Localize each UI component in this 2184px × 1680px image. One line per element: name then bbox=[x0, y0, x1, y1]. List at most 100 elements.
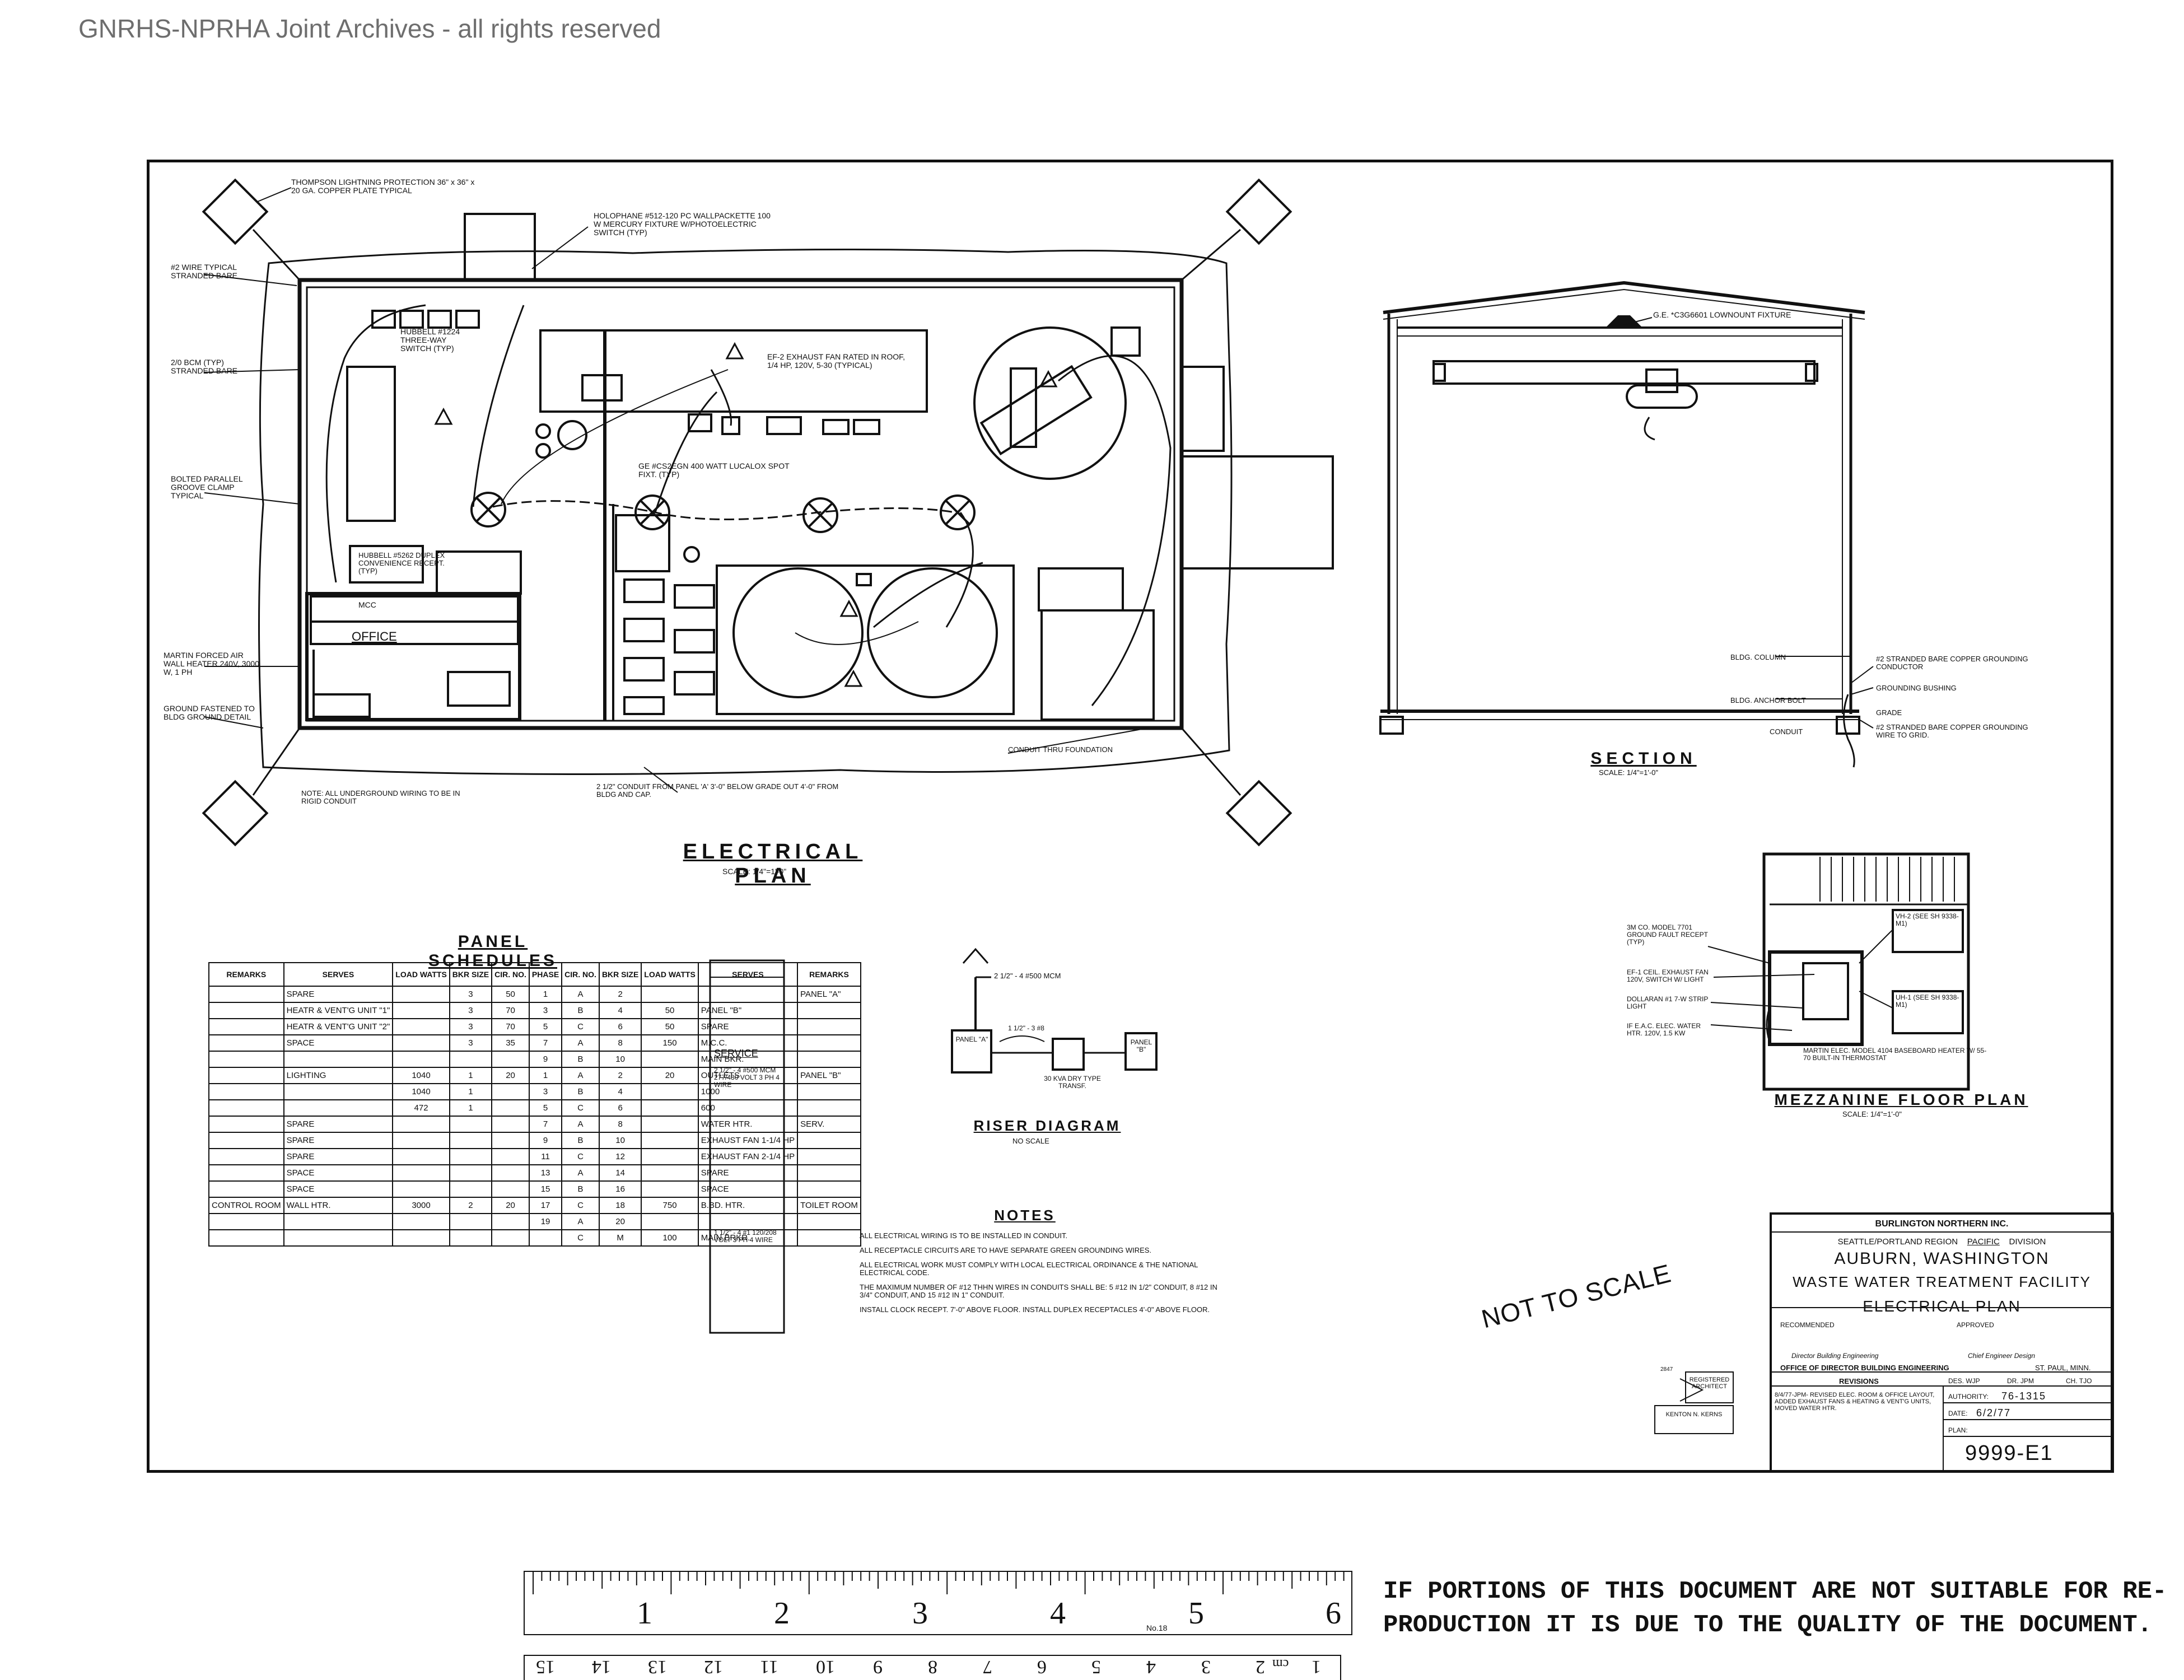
riser-title: RISER DIAGRAM bbox=[973, 1117, 1121, 1134]
schedule-cell bbox=[208, 1164, 284, 1182]
schedule-cell: OUTLETS bbox=[697, 1067, 799, 1084]
schedule-cell: 19 bbox=[528, 1213, 563, 1230]
panel-schedule-table: REMARKS SERVES LOAD WATTS BKR SIZE CIR. … bbox=[208, 962, 861, 1247]
schedule-cell bbox=[491, 1132, 530, 1149]
schedule-cell: 20 bbox=[491, 1197, 530, 1214]
ruler-cm-10: 10 bbox=[816, 1656, 835, 1677]
section-title: SECTION bbox=[1590, 749, 1697, 768]
tb-location: AUBURN, WASHINGTON bbox=[1834, 1249, 2050, 1268]
plan-note-duplex: HUBBELL #5262 DUPLEX CONVENIENCE RECEPT.… bbox=[358, 551, 445, 575]
schedule-cell: A bbox=[561, 1034, 600, 1052]
schedule-cell bbox=[491, 1051, 530, 1068]
ruler-cm-6: 6 bbox=[1037, 1656, 1047, 1677]
riser-panel-b: PANEL "B" bbox=[1130, 1038, 1152, 1053]
mezzanine-title: MEZZANINE FLOOR PLAN bbox=[1774, 1091, 2028, 1108]
schedule-cell bbox=[208, 1148, 284, 1165]
plan-note-ge-fixture: GE #CS2EGN 400 WATT LUCALOX SPOT FIXT. (… bbox=[638, 461, 790, 479]
schedule-header: BKR SIZE bbox=[598, 962, 642, 987]
schedule-cell: 472 bbox=[392, 1099, 450, 1117]
schedule-cell bbox=[283, 1099, 394, 1117]
schedule-cell: 1040 bbox=[392, 1083, 450, 1100]
schedule-cell bbox=[641, 1083, 699, 1100]
schedule-cell: 7 bbox=[528, 1034, 563, 1052]
schedule-cell bbox=[208, 1067, 284, 1084]
tb-facility: WASTE WATER TREATMENT FACILITY bbox=[1793, 1273, 2091, 1290]
mezz-note-a3: DOLLARAN #1 7-W STRIP LIGHT bbox=[1627, 995, 1709, 1010]
schedule-cell bbox=[208, 1180, 284, 1198]
section-note-conduit: CONDUIT bbox=[1770, 727, 1803, 736]
schedule-cell: B.BD. HTR. bbox=[697, 1197, 799, 1214]
schedule-cell: B bbox=[561, 1051, 600, 1068]
schedule-cell: 2 bbox=[598, 986, 642, 1003]
notes-list: ALL ELECTRICAL WIRING IS TO BE INSTALLED… bbox=[860, 1232, 1218, 1314]
schedule-header: LOAD WATTS bbox=[641, 962, 699, 987]
schedule-cell bbox=[392, 1148, 450, 1165]
ruler-ticks bbox=[533, 1572, 1345, 1594]
tb-plan-label: PLAN: bbox=[1948, 1426, 1968, 1434]
section-note-bushing: GROUNDING BUSHING bbox=[1876, 684, 1957, 692]
ruler-cm-9: 9 bbox=[873, 1656, 883, 1677]
schedule-cell: A bbox=[561, 1067, 600, 1084]
schedule-cell: 7 bbox=[528, 1116, 563, 1133]
ruler-inch-1: 1 bbox=[637, 1596, 652, 1631]
schedule-cell bbox=[392, 1132, 450, 1149]
schedule-cell: 5 bbox=[528, 1099, 563, 1117]
schedule-cell: 50 bbox=[641, 1002, 699, 1019]
schedule-cell bbox=[449, 1132, 493, 1149]
schedule-cell bbox=[491, 1116, 530, 1133]
riser-mid-label: 1 1/2" - 3 #8 bbox=[1008, 1024, 1044, 1032]
schedule-cell: 1000 bbox=[697, 1083, 799, 1100]
schedule-cell bbox=[283, 1083, 394, 1100]
tb-ch: CH. TJO bbox=[2066, 1377, 2092, 1385]
ruler-cm-14: 14 bbox=[592, 1656, 611, 1677]
schedule-cell: 11 bbox=[528, 1148, 563, 1165]
schedule-cell bbox=[528, 1229, 563, 1247]
schedule-cell bbox=[283, 1229, 394, 1247]
schedule-cell: 3 bbox=[449, 1018, 493, 1035]
schedule-cell bbox=[491, 1083, 530, 1100]
schedule-cell bbox=[641, 1132, 699, 1149]
schedule-cell bbox=[797, 1229, 861, 1247]
schedule-cell bbox=[797, 1083, 861, 1100]
schedule-cell: 3 bbox=[528, 1002, 563, 1019]
ruler-cm-12: 12 bbox=[704, 1656, 723, 1677]
schedule-cell: C bbox=[561, 1148, 600, 1165]
schedule-cell: C bbox=[561, 1099, 600, 1117]
schedule-cell bbox=[491, 1099, 530, 1117]
archive-header: GNRHS-NPRHA Joint Archives - all rights … bbox=[78, 14, 661, 43]
plan-note-wire: #2 WIRE TYPICAL STRANDED BARE bbox=[171, 263, 238, 280]
schedule-cell: TOILET ROOM bbox=[797, 1197, 861, 1214]
schedule-cell: MAIN BKR. bbox=[697, 1051, 799, 1068]
schedule-cell: B bbox=[561, 1132, 600, 1149]
schedule-cell: 4 bbox=[598, 1083, 642, 1100]
electrical-plan-building bbox=[202, 178, 1334, 847]
schedule-cell bbox=[641, 1116, 699, 1133]
schedule-cell: B bbox=[561, 1002, 600, 1019]
riser-drawing bbox=[951, 948, 1158, 1074]
tb-authority-label: AUTHORITY: bbox=[1948, 1393, 1989, 1401]
schedule-cell: C bbox=[561, 1018, 600, 1035]
service-label: SERVICE bbox=[714, 1048, 758, 1059]
schedule-cell: 10 bbox=[598, 1051, 642, 1068]
note-item: INSTALL CLOCK RECEPT. 7'-0" ABOVE FLOOR.… bbox=[860, 1305, 1210, 1314]
schedule-cell bbox=[449, 1213, 493, 1230]
schedule-cell: PANEL "B" bbox=[697, 1002, 799, 1019]
schedule-cell: 20 bbox=[491, 1067, 530, 1084]
section-note-ge: G.E. *C3G6601 LOWNOUNT FIXTURE bbox=[1653, 310, 1791, 319]
ruler-inch-2: 2 bbox=[774, 1596, 790, 1631]
schedule-header: REMARKS bbox=[208, 962, 284, 987]
note-item: THE MAXIMUM NUMBER OF #12 THHN WIRES IN … bbox=[860, 1283, 1217, 1299]
schedule-cell bbox=[392, 1018, 450, 1035]
schedule-cell: A bbox=[561, 1116, 600, 1133]
schedule-cell: SPACE bbox=[283, 1034, 394, 1052]
schedule-cell: 9 bbox=[528, 1132, 563, 1149]
schedule-cell: 100 bbox=[641, 1229, 699, 1247]
schedule-cell bbox=[697, 1213, 799, 1230]
electrical-plan-title: ELECTRICAL PLAN bbox=[683, 840, 863, 888]
